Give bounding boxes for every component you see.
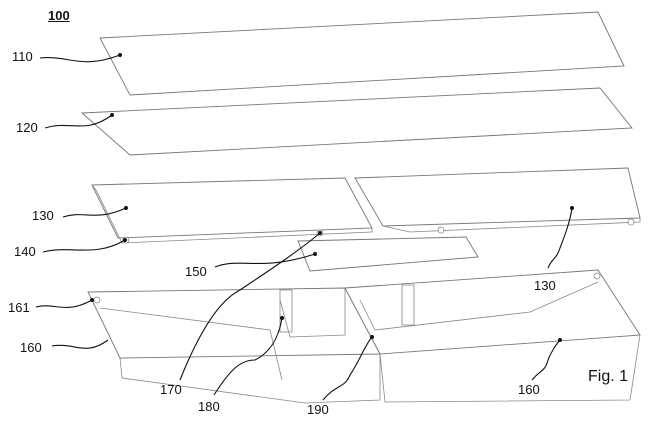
figure-caption: Fig. 1	[588, 368, 629, 385]
label-190: 190	[307, 402, 329, 417]
label-160-right: 160	[518, 382, 540, 397]
figure-number: 100	[48, 8, 70, 23]
left-panel-130	[91, 177, 373, 244]
label-110: 110	[12, 49, 33, 64]
label-180: 180	[198, 399, 220, 414]
label-170: 170	[160, 382, 182, 397]
label-161: 161	[8, 300, 30, 315]
plate-150	[297, 236, 479, 272]
label-130-left: 130	[32, 208, 54, 223]
label-120: 120	[16, 120, 38, 135]
leader-lines	[35, 53, 574, 401]
label-160-left: 160	[20, 340, 42, 355]
plate-120	[80, 87, 633, 156]
plate-110	[99, 11, 625, 96]
label-140: 140	[14, 244, 36, 259]
label-130-right: 130	[534, 278, 556, 293]
right-tray-160	[344, 269, 641, 403]
left-tray-160	[87, 287, 381, 404]
right-panel-130	[354, 167, 641, 234]
label-150: 150	[185, 264, 207, 279]
